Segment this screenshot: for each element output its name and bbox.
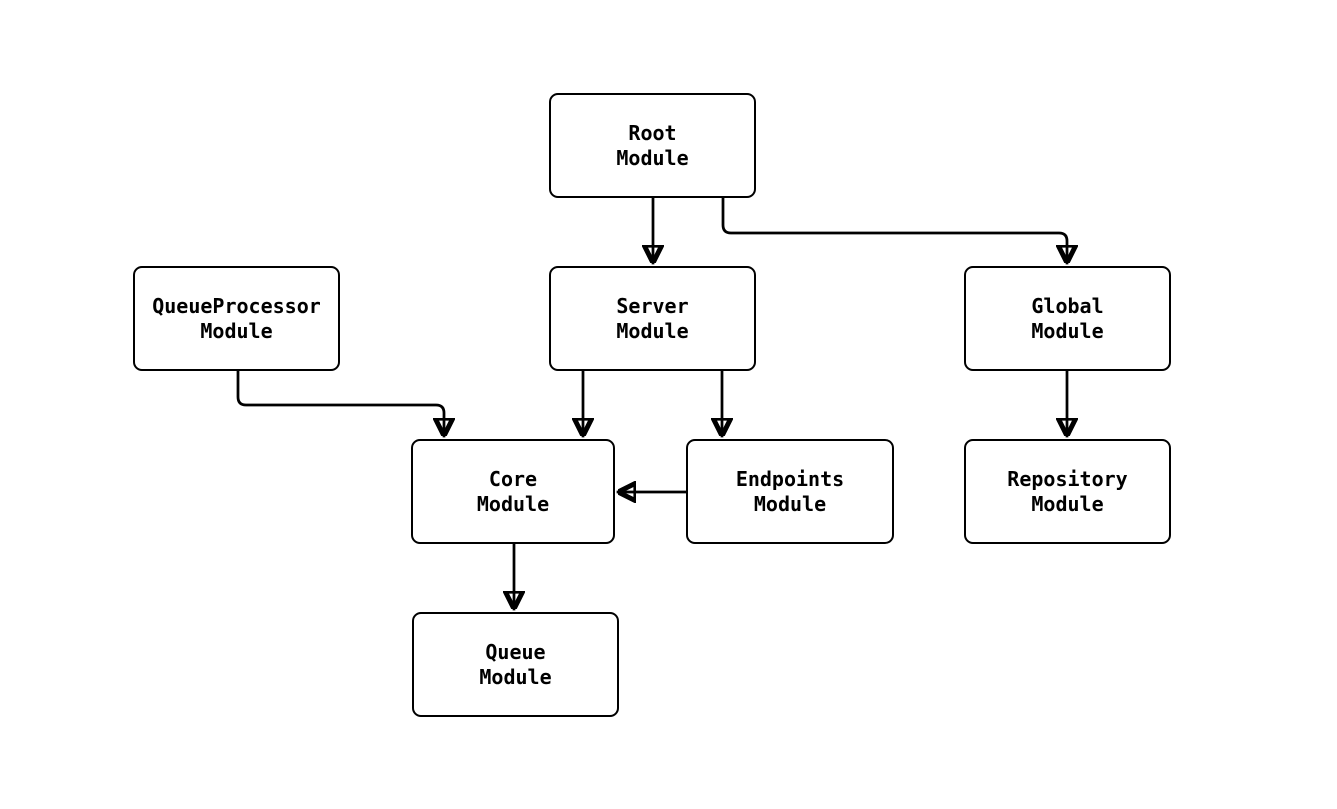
node-queueprocessor-module-label: QueueProcessor Module (152, 294, 321, 343)
node-queueprocessor-module: QueueProcessor Module (133, 266, 340, 371)
node-endpoints-module-label: Endpoints Module (735, 467, 845, 516)
node-repository-module: Repository Module (964, 439, 1171, 544)
node-server-module: Server Module (549, 266, 756, 371)
node-global-module-label: Global Module (1031, 294, 1104, 343)
edge-queueprocessor-to-core (236, 369, 444, 438)
node-root-module-label: Root Module (616, 121, 689, 170)
node-server-module-label: Server Module (616, 294, 689, 343)
node-core-module-label: Core Module (476, 467, 550, 516)
node-repository-module-label: Repository Module (1007, 467, 1128, 516)
node-endpoints-module: Endpoints Module (686, 439, 894, 544)
node-root-module: Root Module (549, 93, 756, 198)
node-core-module: Core Module (411, 439, 615, 544)
node-queue-module-label: Queue Module (479, 640, 552, 689)
edge-root-to-global (721, 196, 1067, 265)
node-global-module: Global Module (964, 266, 1171, 371)
node-queue-module: Queue Module (412, 612, 619, 717)
